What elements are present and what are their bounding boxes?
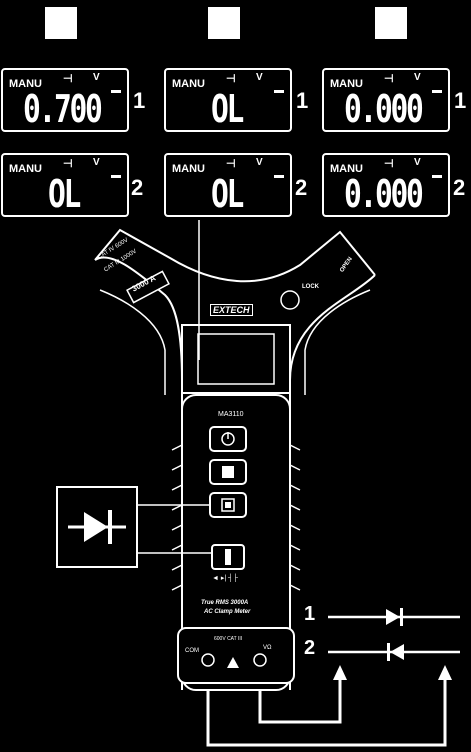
lcd-reading: OL (211, 172, 244, 216)
switch-symbols: ◄ ▸| ┤├ (212, 575, 239, 582)
column-header-3 (375, 7, 407, 39)
diode-symbol-icon: ⊣ (63, 73, 73, 85)
lock-label: LOCK (302, 284, 319, 290)
row-label-2: 2 (453, 175, 466, 200)
column-header-2 (208, 7, 240, 39)
lcd-reading: 0.000 (344, 172, 424, 216)
lcd-r1-c3: MANU ⊣ V 0.000 (322, 68, 450, 132)
diode-symbol-icon: ⊣ (226, 73, 236, 85)
minus-indicator (432, 90, 442, 93)
unit-label: V (414, 157, 421, 168)
model-label: MA3110 (218, 411, 244, 418)
mode-label: MANU (172, 78, 205, 90)
column-header-1 (45, 7, 77, 39)
unit-label: V (93, 72, 100, 83)
test-lead-com (206, 675, 447, 747)
lcd-r2-c2: MANU ⊣ V OL (164, 153, 292, 217)
lcd-reading: OL (211, 87, 244, 131)
row-label-2: 2 (131, 175, 144, 200)
brand-label: EXTECH (210, 304, 253, 316)
diode-label-2: 2 (304, 637, 316, 659)
lcd-r2-c3: MANU ⊣ V 0.000 (322, 153, 450, 217)
unit-label: V (256, 72, 263, 83)
minus-indicator (274, 175, 284, 178)
diode-symbol-icon: ⊣ (384, 158, 394, 170)
mode-label: MANU (9, 163, 42, 175)
lcd-r1-c2: MANU ⊣ V OL (164, 68, 292, 132)
row-label-1: 1 (454, 88, 467, 113)
mode-label: MANU (9, 78, 42, 90)
minus-indicator (274, 90, 284, 93)
unit-label: V (414, 72, 421, 83)
row-label-1: 1 (296, 88, 309, 113)
mode-label: MANU (330, 163, 363, 175)
test-lead-v (258, 675, 342, 724)
unit-label: V (93, 157, 100, 168)
lcd-reading: OL (48, 172, 81, 216)
row-label-1: 1 (133, 88, 146, 113)
terminal-v-label: VΩ (263, 645, 272, 651)
row-label-2: 2 (295, 175, 308, 200)
unit-label: V (256, 157, 263, 168)
mode-label: MANU (330, 78, 363, 90)
meter-title-1: True RMS 3000A (201, 600, 249, 606)
minus-indicator (111, 90, 121, 93)
terminal-rating-label: 600V CAT III (214, 636, 243, 642)
diode-symbol-icon: ⊣ (63, 158, 73, 170)
lock-icon (280, 290, 300, 310)
diode-symbol-icon: ⊣ (384, 73, 394, 85)
mode-label: MANU (172, 163, 205, 175)
lcd-reading: 0.700 (23, 87, 103, 131)
lcd-r1-c1: MANU ⊣ V 0.700 (1, 68, 129, 132)
terminal-com-label: COM (185, 648, 199, 654)
minus-indicator (432, 175, 442, 178)
meter-title-2: AC Clamp Meter (204, 609, 251, 615)
diode-label-1: 1 (304, 603, 316, 625)
lcd-reading: 0.000 (344, 87, 424, 131)
com-terminal (201, 653, 215, 667)
diode-symbol-icon: ⊣ (226, 158, 236, 170)
lcd-r2-c1: MANU ⊣ V OL (1, 153, 129, 217)
minus-indicator (111, 175, 121, 178)
clamp-jaw-left (94, 256, 183, 690)
v-terminal (253, 653, 267, 667)
